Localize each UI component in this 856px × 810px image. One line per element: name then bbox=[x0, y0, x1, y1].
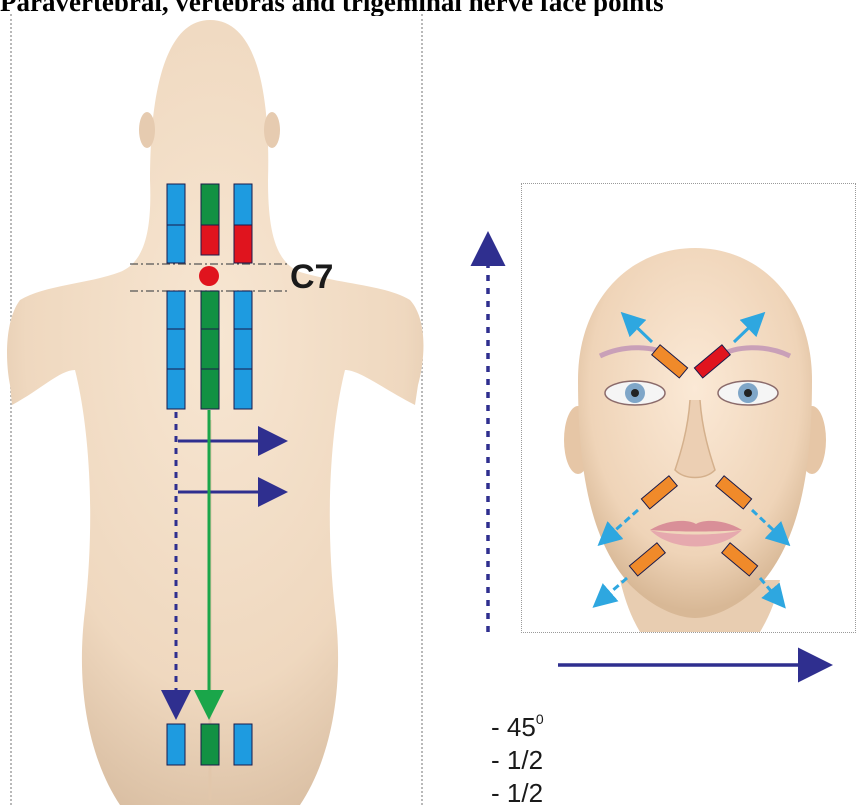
neck-point-center-2 bbox=[201, 225, 219, 255]
back-point-right-1 bbox=[234, 291, 252, 329]
upper-back-points bbox=[167, 291, 252, 409]
step-row: - 450 bbox=[491, 703, 544, 744]
step-dash: - bbox=[491, 745, 507, 775]
back-point-center-2 bbox=[201, 329, 219, 369]
face-figure bbox=[564, 248, 826, 632]
right-pupil bbox=[744, 389, 752, 397]
step-row: - 1/2 bbox=[491, 777, 544, 810]
back-point-right-3 bbox=[234, 369, 252, 409]
back-point-left-3 bbox=[167, 369, 185, 409]
back-point-center-1 bbox=[201, 291, 219, 329]
c7-label: C7 bbox=[290, 258, 333, 297]
c7-point bbox=[199, 266, 219, 286]
right-ear bbox=[264, 112, 280, 148]
step-superscript: 0 bbox=[536, 711, 544, 727]
neck-point-left-2 bbox=[167, 225, 185, 263]
back-point-right-2 bbox=[234, 329, 252, 369]
step-value: 1/2 bbox=[507, 745, 543, 775]
left-ear bbox=[139, 112, 155, 148]
step-row: - 1/2 bbox=[491, 744, 544, 777]
torso-silhouette bbox=[7, 20, 423, 805]
lower-back-points bbox=[167, 724, 252, 765]
cyan-arrow-chin-left bbox=[597, 578, 627, 604]
lower-point-center bbox=[201, 724, 219, 765]
neck-point-right-1 bbox=[234, 184, 252, 225]
step-value: 45 bbox=[507, 712, 536, 742]
step-dash: - bbox=[491, 778, 507, 808]
back-point-left-1 bbox=[167, 291, 185, 329]
back-point-left-2 bbox=[167, 329, 185, 369]
step-dash: - bbox=[491, 712, 507, 742]
neck-point-center-1 bbox=[201, 184, 219, 225]
lower-point-left bbox=[167, 724, 185, 765]
step-value: 1/2 bbox=[507, 778, 543, 808]
lower-point-right bbox=[234, 724, 252, 765]
left-pupil bbox=[631, 389, 639, 397]
steps-list: - 450 - 1/2 - 1/2 bbox=[491, 703, 544, 810]
back-point-center-3 bbox=[201, 369, 219, 409]
back-figure bbox=[7, 20, 423, 805]
neck-point-right-2 bbox=[234, 225, 252, 263]
neck-point-left-1 bbox=[167, 184, 185, 225]
